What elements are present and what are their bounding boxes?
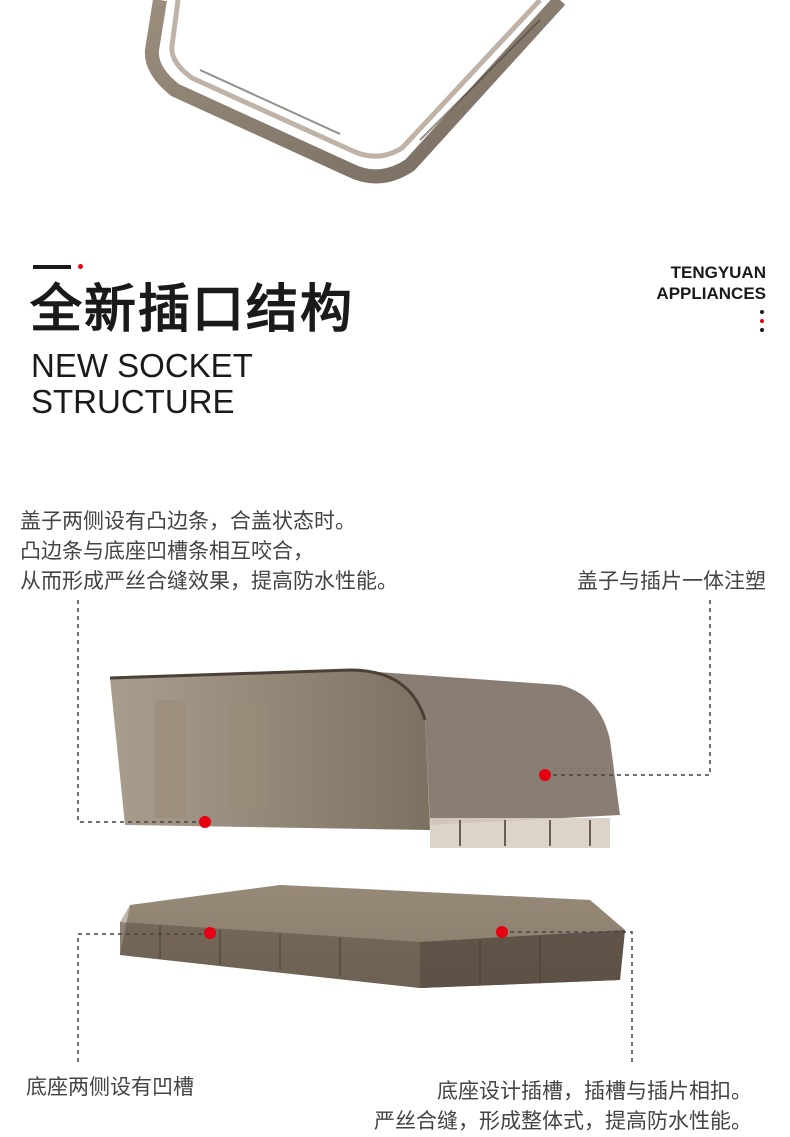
marker-base-slots [496, 926, 508, 938]
callout-base-grooves: 底座两侧设有凹槽 [26, 1075, 194, 1099]
brand-dot-3 [760, 328, 764, 332]
heading-accent-dot [78, 264, 83, 269]
leader-base-grooves [77, 933, 210, 1062]
heading-accent-bar [33, 265, 71, 269]
callout-cover-ribs-line-3: 从而形成严丝合缝效果，提高防水性能。 [20, 569, 398, 593]
brand-dot-2 [760, 319, 764, 323]
brand-line-2: APPLIANCES [656, 284, 766, 303]
page-title-english-line-1: NEW SOCKET [31, 347, 253, 384]
page-title-english: NEW SOCKET STRUCTURE [31, 348, 253, 420]
callout-base-slots-line-1: 底座设计插槽，插槽与插片相扣。 [437, 1079, 752, 1103]
leader-cover-ribs [77, 600, 205, 823]
leader-base-slots [500, 931, 633, 1062]
page-title-chinese: 全新插口结构 [30, 280, 355, 340]
cover-part [109, 668, 620, 848]
leader-cover-injection [545, 600, 711, 776]
callout-cover-ribs: 盖子两侧设有凸边条，合盖状态时。 凸边条与底座凹槽条相互咬合， 从而形成严丝合缝… [20, 506, 398, 596]
marker-cover-ribs [199, 816, 211, 828]
callout-base-slots-line-2: 严丝合缝，形成整体式，提高防水性能。 [374, 1109, 752, 1133]
callout-cover-injection: 盖子与插片一体注塑 [577, 569, 766, 593]
base-part [120, 885, 625, 988]
brand-logo-text: TENGYUAN APPLIANCES [656, 262, 766, 332]
leader-lines [77, 600, 711, 1062]
brand-line-1: TENGYUAN [670, 263, 766, 282]
product-frame-top-image [144, 0, 566, 184]
marker-cover-injection [539, 769, 551, 781]
callout-cover-ribs-line-2: 凸边条与底座凹槽条相互咬合， [20, 539, 314, 563]
brand-dot-1 [760, 310, 764, 314]
marker-base-grooves [204, 927, 216, 939]
callout-cover-ribs-line-1: 盖子两侧设有凸边条，合盖状态时。 [20, 509, 356, 533]
product-illustration [77, 600, 711, 1062]
callout-base-slots: 底座设计插槽，插槽与插片相扣。 严丝合缝，形成整体式，提高防水性能。 [374, 1076, 752, 1136]
brand-dots [656, 310, 766, 332]
page-title-english-line-2: STRUCTURE [31, 383, 235, 420]
